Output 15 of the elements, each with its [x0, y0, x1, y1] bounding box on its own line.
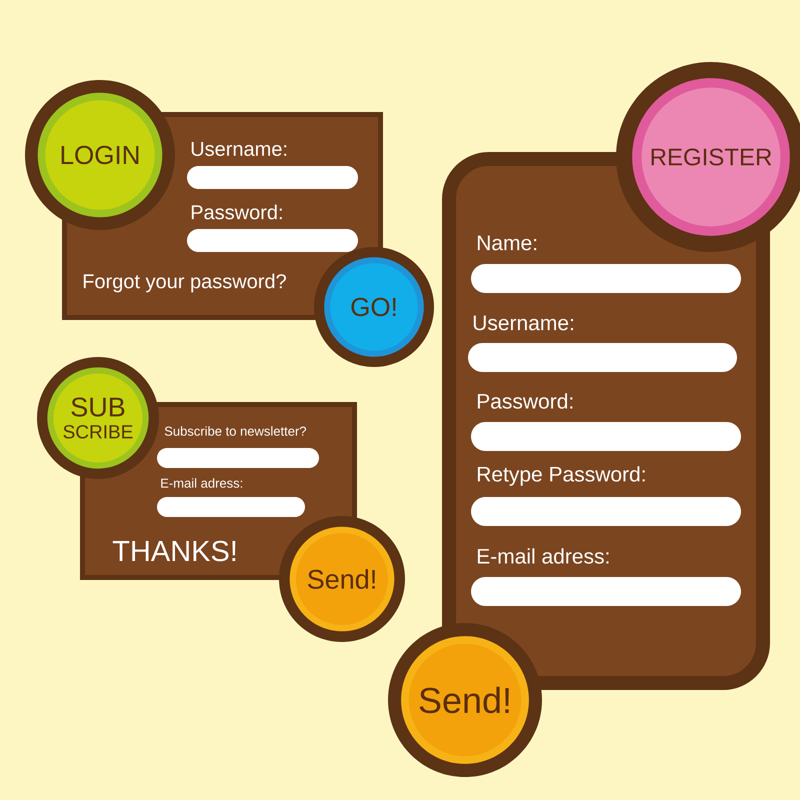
- field-label: Username:: [192, 142, 286, 156]
- field-label: Password:: [192, 204, 282, 220]
- input-field: [187, 229, 358, 252]
- round-button: SUB SCRIBE: [37, 357, 159, 479]
- link-text: Forgot your password?: [84, 274, 286, 292]
- input-field: [187, 166, 358, 189]
- form-question: Subscribe to newsletter?: [164, 426, 306, 436]
- field-label: E-mail adress:: [161, 478, 242, 488]
- round-button: LOGIN: [25, 80, 175, 230]
- round-button: GO!: [314, 247, 434, 367]
- link-text: THANKS!: [112, 540, 236, 562]
- input-field: [157, 448, 319, 468]
- input-field: [157, 497, 305, 517]
- round-button: Send!: [388, 623, 542, 777]
- round-button: Send!: [279, 516, 405, 642]
